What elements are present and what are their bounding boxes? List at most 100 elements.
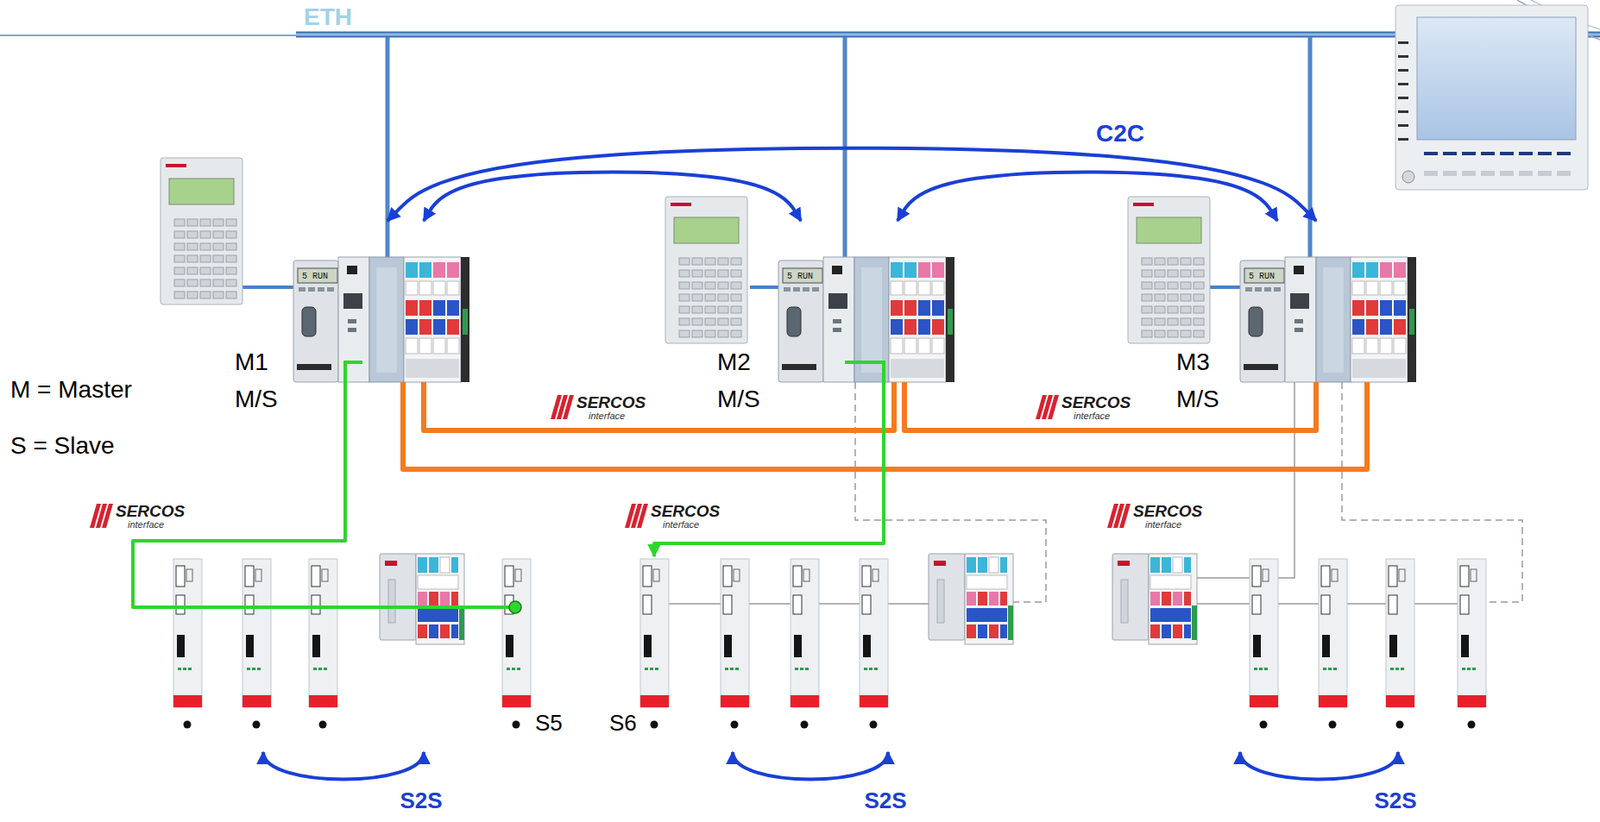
label-slot: SERCOS bbox=[650, 503, 720, 521]
node-label: M1 bbox=[234, 348, 269, 377]
cross-comm-arrow bbox=[732, 752, 889, 781]
loop-label: S2S bbox=[1373, 788, 1417, 813]
label-slot: interface bbox=[588, 411, 625, 422]
drive-unit bbox=[242, 559, 271, 730]
display-text: 5 RUN bbox=[302, 271, 328, 283]
drive-unit bbox=[640, 559, 669, 730]
label-slot: ETH bbox=[303, 3, 353, 32]
keypad-panel bbox=[160, 157, 243, 305]
node-label: S5 bbox=[535, 711, 563, 736]
logo-bars bbox=[1035, 395, 1059, 420]
connector bbox=[132, 422, 497, 608]
io-module bbox=[1112, 554, 1197, 645]
key-text: M = Master bbox=[10, 376, 133, 404]
key-text: S = Slave bbox=[10, 432, 115, 460]
controller-unit bbox=[1240, 257, 1417, 383]
drive-node: S5 bbox=[496, 552, 570, 743]
connector bbox=[387, 148, 1317, 221]
logo-word: SERCOS bbox=[576, 394, 646, 412]
label-slot: interface bbox=[127, 520, 164, 530]
drive-unit bbox=[173, 559, 202, 730]
logo-word: SERCOS bbox=[1061, 394, 1131, 412]
display-text: 5 RUN bbox=[787, 271, 813, 283]
drive-unit bbox=[720, 559, 750, 730]
connector bbox=[654, 422, 884, 557]
ring-stub bbox=[403, 382, 1367, 423]
label-slot: M = Master bbox=[10, 376, 133, 404]
cross-comm-arrow bbox=[1240, 752, 1399, 781]
logo-word: SERCOS bbox=[650, 503, 720, 521]
panel-wire bbox=[242, 285, 294, 290]
drive-unit bbox=[1385, 559, 1415, 730]
drive-unit bbox=[1318, 559, 1348, 730]
node-label: M/S bbox=[717, 385, 761, 414]
node-label: S6 bbox=[609, 711, 637, 736]
logo-bars bbox=[624, 503, 649, 529]
label-slot: interface bbox=[1145, 520, 1182, 530]
loop-label: S2S bbox=[399, 788, 442, 813]
node-label: M/S bbox=[234, 385, 278, 414]
header-rule bbox=[0, 34, 297, 37]
connector bbox=[423, 171, 801, 221]
edge-label-slot: C2C bbox=[1092, 119, 1148, 148]
label-slot: interface bbox=[1073, 411, 1110, 422]
label-slot: S2S bbox=[863, 788, 907, 813]
label-slot: SERCOS bbox=[1133, 503, 1203, 521]
connector bbox=[897, 171, 1278, 221]
bus-stub bbox=[345, 362, 363, 423]
controller-unit bbox=[293, 257, 470, 383]
logo-subword: interface bbox=[662, 520, 700, 530]
logo-bars bbox=[1107, 503, 1131, 529]
drive-unit bbox=[790, 559, 819, 730]
loop-label: S2S bbox=[863, 788, 907, 813]
logo-subword: interface bbox=[588, 411, 625, 422]
operator-panel bbox=[1395, 5, 1588, 190]
label-slot: interface bbox=[662, 520, 700, 530]
ring-wire bbox=[1173, 382, 1295, 579]
controller-node: M2M/S bbox=[711, 220, 948, 423]
io-module bbox=[379, 554, 465, 645]
controller-node: M3M/S bbox=[1169, 220, 1418, 423]
drive-node: S6 bbox=[604, 556, 682, 743]
connector bbox=[904, 422, 1317, 431]
logo-word: SERCOS bbox=[1133, 503, 1203, 521]
cross-comm-arrow bbox=[263, 752, 424, 781]
keypad-panel bbox=[665, 196, 748, 344]
panel-wire bbox=[1209, 285, 1241, 290]
label-slot: S = Slave bbox=[10, 432, 115, 460]
panel-wire bbox=[749, 285, 779, 290]
drive-unit bbox=[308, 559, 338, 730]
network-drop bbox=[1308, 37, 1313, 258]
network-name: ETH bbox=[303, 3, 353, 32]
drive-unit bbox=[502, 559, 531, 730]
label-slot: SERCOS bbox=[1061, 394, 1131, 412]
logo-bars bbox=[89, 503, 114, 529]
label-slot: S2S bbox=[1373, 788, 1417, 813]
edge-label: C2C bbox=[1092, 119, 1148, 148]
io-module bbox=[928, 554, 1014, 645]
controller-node: M1M/S bbox=[228, 220, 473, 423]
node-label: M3 bbox=[1176, 348, 1210, 377]
network-drop bbox=[385, 37, 391, 258]
label-slot: SERCOS bbox=[115, 503, 185, 521]
bus-end-dot bbox=[509, 601, 522, 614]
logo-word: SERCOS bbox=[115, 503, 185, 521]
label-slot: 5 RUN bbox=[1248, 271, 1275, 283]
logo-subword: interface bbox=[1145, 520, 1182, 530]
bus-stub bbox=[844, 362, 884, 423]
label-slot: S2S bbox=[399, 788, 442, 813]
keypad-panel bbox=[1127, 196, 1210, 344]
logo-subword: interface bbox=[127, 520, 164, 530]
display-text: 5 RUN bbox=[1248, 271, 1275, 283]
label-slot: SERCOS bbox=[576, 394, 646, 412]
drive-unit bbox=[859, 559, 889, 730]
logo-subword: interface bbox=[1073, 411, 1110, 422]
drive-unit bbox=[1249, 559, 1279, 730]
drive-chain bbox=[1173, 603, 1458, 605]
connector bbox=[423, 422, 895, 431]
label-slot: 5 RUN bbox=[302, 271, 328, 283]
